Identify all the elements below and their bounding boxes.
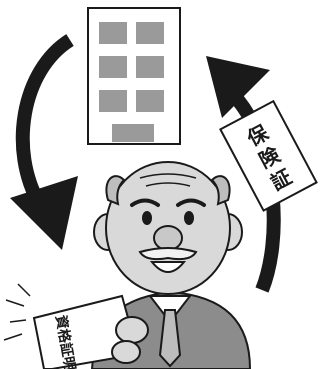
building-door bbox=[112, 124, 154, 142]
building-window bbox=[99, 56, 127, 78]
hands bbox=[111, 316, 149, 364]
insurance-card: 保 険 証 bbox=[219, 99, 318, 212]
nose bbox=[153, 225, 183, 251]
building-window bbox=[136, 22, 164, 44]
building-window bbox=[99, 90, 127, 112]
building-window bbox=[136, 90, 164, 112]
building-icon bbox=[87, 7, 181, 145]
tie bbox=[158, 309, 182, 368]
left-eye bbox=[142, 211, 152, 225]
hair-left bbox=[105, 175, 126, 206]
right-eyebrow bbox=[176, 198, 206, 207]
building-window bbox=[99, 22, 127, 44]
left-cycle-arrow-icon bbox=[10, 34, 78, 250]
left-eyebrow bbox=[130, 198, 160, 207]
sparkle-lines-icon bbox=[3, 283, 31, 341]
hair-right bbox=[210, 175, 231, 206]
mouth bbox=[149, 261, 187, 273]
left-hand bbox=[115, 316, 149, 344]
elderly-man bbox=[90, 161, 252, 369]
right-eye bbox=[184, 211, 194, 225]
building-window bbox=[136, 56, 164, 78]
right-hand bbox=[111, 340, 141, 364]
mustache bbox=[138, 247, 198, 261]
